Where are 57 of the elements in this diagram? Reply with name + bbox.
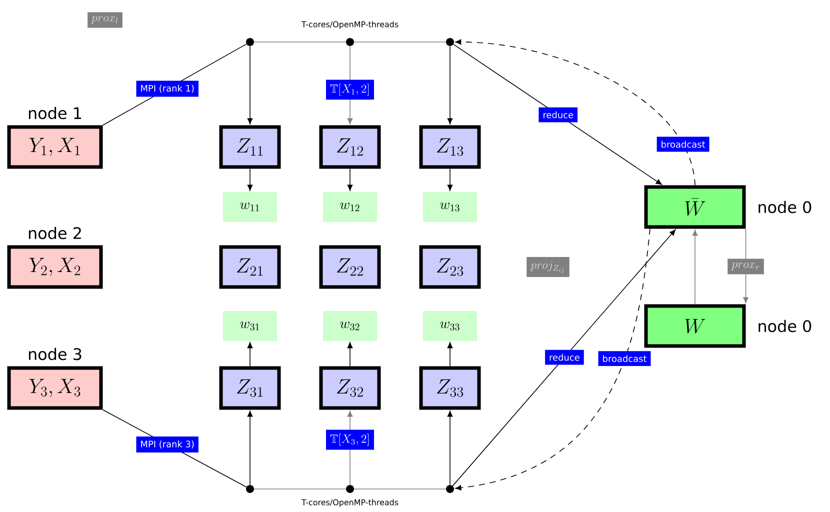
block-box: $Z_{33}$: [419, 366, 481, 410]
arrow: [247, 46, 253, 124]
weight-box: $w_{13}$: [423, 192, 477, 222]
weight-box: $w_{31}$: [223, 311, 277, 341]
junction-dot: [346, 38, 354, 46]
edge-label: broadcast: [656, 136, 710, 152]
arrow: [247, 410, 253, 486]
data-box: $Y_1, X_1$: [7, 125, 103, 169]
edge-label: MPI (rank 3): [136, 436, 198, 452]
weight-box: $w_{12}$: [323, 192, 377, 222]
operator-label: $prox_l$: [88, 12, 122, 28]
connector-line: [354, 488, 446, 490]
arrow: [347, 168, 353, 191]
block-box: $Z_{12}$: [319, 125, 381, 169]
arrow: [447, 410, 453, 486]
arrow: [692, 230, 698, 305]
node-caption: node 1: [28, 106, 82, 120]
node-caption: node 0: [758, 200, 812, 214]
edge-label: reduce: [545, 350, 584, 365]
junction-dot: [246, 38, 254, 46]
connector-line: [254, 488, 346, 490]
block-box: $Z_{23}$: [419, 245, 481, 289]
junction-dot: [346, 485, 354, 493]
junction-dot: [446, 38, 454, 46]
edge-label: MPI (rank 1): [136, 80, 198, 97]
edge-label: reduce: [538, 107, 578, 122]
data-box: $Y_2, X_2$: [7, 245, 103, 289]
model-box: $W$: [644, 304, 746, 348]
arrow: [247, 342, 253, 367]
junction-dot: [246, 485, 254, 493]
edge-label: $prox_r$: [728, 258, 764, 274]
node-caption: node 0: [758, 320, 812, 332]
arrow: [447, 168, 453, 191]
block-box: $Z_{11}$: [219, 125, 281, 169]
arrow: [455, 39, 696, 186]
edge-label: $\mathbb{T}[X_1, 2]$: [326, 80, 374, 100]
model-box: $\bar{W}$: [644, 185, 746, 229]
block-box: $Z_{13}$: [419, 125, 481, 169]
edge-label: $\mathbb{T}[X_3, 2]$: [326, 430, 374, 450]
block-box: $Z_{22}$: [319, 245, 381, 289]
data-box: $Y_3, X_3$: [7, 366, 103, 410]
arrow: [447, 46, 453, 124]
node-caption: node 3: [28, 348, 82, 360]
block-box: $Z_{21}$: [219, 245, 281, 289]
arrow: [453, 44, 662, 185]
arrow: [447, 342, 453, 367]
junction-dot: [446, 485, 454, 493]
arrow: [247, 168, 253, 191]
operator-label: $proj_{Z_{ij}}$: [526, 257, 570, 277]
weight-box: $w_{11}$: [223, 192, 277, 222]
weight-box: $w_{32}$: [323, 311, 377, 341]
edge-label: broadcast: [598, 351, 651, 366]
node-caption: node 2: [28, 226, 81, 240]
block-box: $Z_{31}$: [219, 366, 281, 410]
weight-box: $w_{33}$: [423, 311, 477, 341]
arrow: [347, 342, 353, 367]
block-box: $Z_{32}$: [319, 366, 381, 410]
